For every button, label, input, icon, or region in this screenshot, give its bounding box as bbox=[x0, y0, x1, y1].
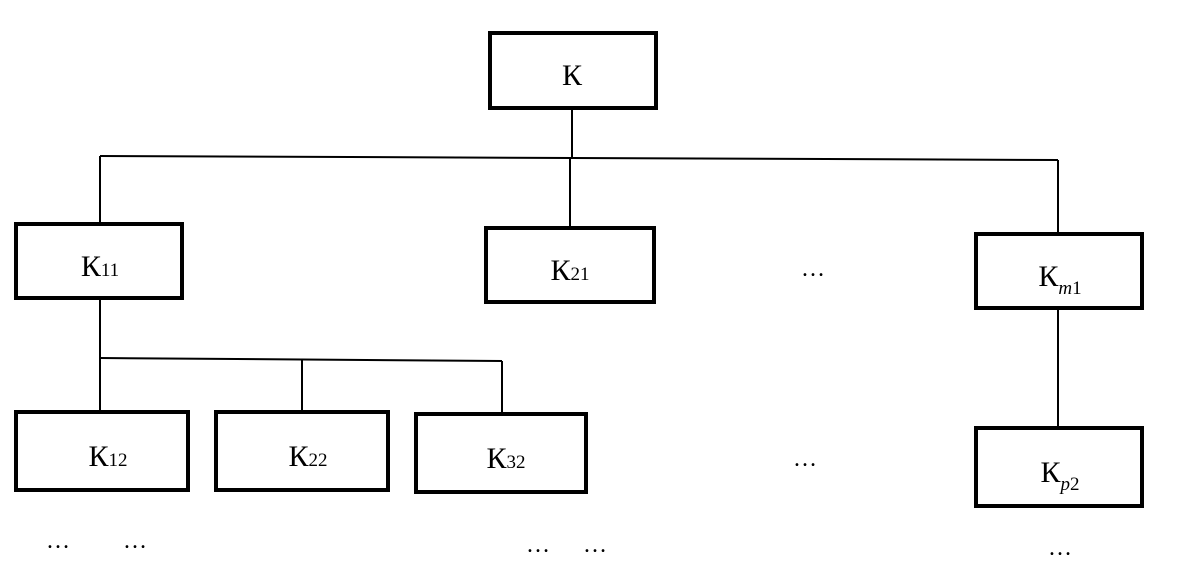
node-k11-label: К11 bbox=[81, 250, 119, 283]
ellipsis-level1: … bbox=[801, 256, 825, 282]
ellipsis-below-k32-b: … bbox=[583, 532, 607, 558]
node-k32-box bbox=[414, 412, 588, 494]
node-kp2: Кp2 bbox=[974, 426, 1144, 508]
ellipsis-below-k12-b: … bbox=[123, 528, 147, 554]
node-root-box bbox=[488, 31, 658, 110]
node-k21-label: К21 bbox=[550, 254, 589, 287]
node-km1-label: Кm1 bbox=[1038, 260, 1081, 299]
edge-level1-bus bbox=[99, 155, 1059, 161]
node-k22: К22 bbox=[214, 410, 390, 492]
node-k32: К32 bbox=[414, 412, 588, 494]
node-k21: К21 bbox=[484, 226, 656, 304]
node-root-label: К bbox=[562, 59, 583, 92]
node-km1-box bbox=[974, 232, 1144, 310]
node-root: К bbox=[488, 31, 658, 110]
node-k12-label: К12 bbox=[88, 440, 127, 473]
node-kp2-label: Кp2 bbox=[1040, 456, 1079, 495]
ellipsis-level2: … bbox=[793, 446, 817, 472]
node-km1: Кm1 bbox=[974, 232, 1144, 310]
node-k22-label: К22 bbox=[288, 440, 327, 473]
node-k11: К11 bbox=[14, 222, 184, 300]
node-k21-box bbox=[484, 226, 656, 304]
node-k12: К12 bbox=[14, 410, 190, 492]
ellipsis-below-k12-a: … bbox=[46, 528, 70, 554]
node-k22-box bbox=[214, 410, 390, 492]
ellipsis-below-k32-a: … bbox=[526, 532, 550, 558]
node-k12-box bbox=[14, 410, 190, 492]
edge-level2-bus bbox=[99, 357, 503, 362]
node-k11-box bbox=[14, 222, 184, 300]
node-k32-label: К32 bbox=[486, 442, 525, 475]
ellipsis-below-kp2: … bbox=[1048, 535, 1072, 561]
node-kp2-box bbox=[974, 426, 1144, 508]
ellipsis-marks: … … … … … … … bbox=[46, 256, 1072, 561]
connectors bbox=[99, 108, 1059, 428]
